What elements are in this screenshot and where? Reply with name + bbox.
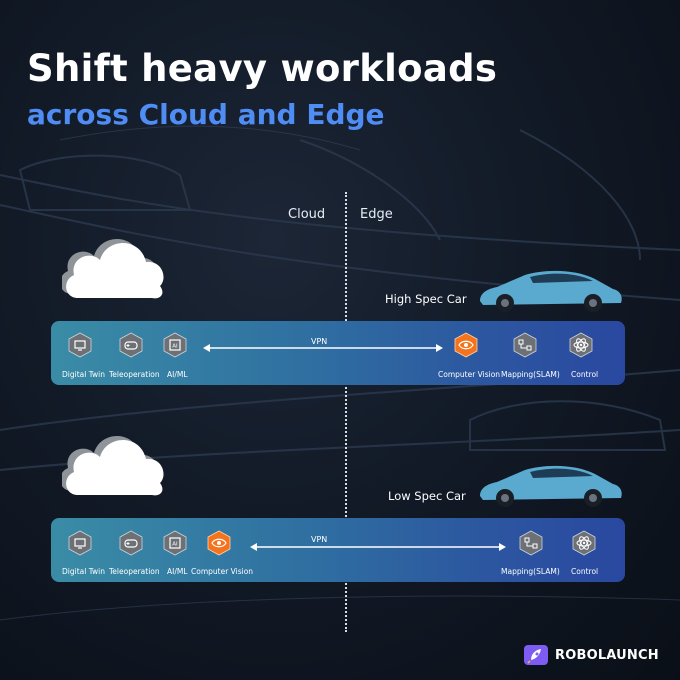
- low-spec-car-image: [480, 465, 622, 507]
- row2-label-digital-twin: Digital Twin: [62, 567, 106, 576]
- edge-column-label: Edge: [360, 207, 393, 222]
- row2-label-control: Control: [571, 567, 599, 576]
- row1-label-computer-vision: Computer Vision: [438, 370, 501, 379]
- ai-chip-icon: AI: [162, 530, 188, 556]
- cloud-edge-divider: [345, 192, 347, 632]
- atom-icon: [568, 332, 594, 358]
- row2-label-ai-ml: AI/ML: [167, 567, 188, 576]
- digital-twin-icon: [67, 530, 93, 556]
- row1-label-ai-ml: AI/ML: [167, 370, 188, 379]
- row1-label-control: Control: [571, 370, 599, 379]
- svg-text:AI: AI: [172, 542, 178, 548]
- row1-label-digital-twin: Digital Twin: [62, 370, 106, 379]
- mapping-icon: [512, 332, 538, 358]
- cloud-icon: [62, 436, 164, 496]
- page-subtitle: across Cloud and Edge: [27, 98, 385, 131]
- row1-label-mapping: Mapping(SLAM): [501, 370, 560, 379]
- row2-label-computer-vision: Computer Vision: [191, 567, 254, 576]
- high-spec-car-image: [480, 270, 622, 312]
- row2-vpn-arrow: [250, 543, 506, 551]
- digital-twin-icon: [67, 332, 93, 358]
- low-spec-car-label: Low Spec Car: [388, 489, 466, 503]
- row1-vpn-label: VPN: [311, 337, 328, 346]
- gamepad-icon: [118, 332, 144, 358]
- ai-chip-icon: AI: [162, 332, 188, 358]
- row1-vpn-arrow: [203, 344, 443, 352]
- eye-scan-icon: [206, 530, 232, 556]
- brand-logo: ROBOLAUNCH: [523, 644, 659, 666]
- page-title: Shift heavy workloads: [27, 47, 498, 90]
- brand-name: ROBOLAUNCH: [555, 647, 659, 663]
- row2-vpn-label: VPN: [311, 535, 328, 544]
- gamepad-icon: [118, 530, 144, 556]
- row2-label-teleoperation: Teleoperation: [109, 567, 160, 576]
- cloud-column-label: Cloud: [288, 207, 326, 222]
- mapping-icon: [518, 530, 544, 556]
- row1-label-teleoperation: Teleoperation: [109, 370, 160, 379]
- svg-text:AI: AI: [172, 344, 178, 350]
- rocket-icon: [524, 645, 548, 665]
- row2-label-mapping: Mapping(SLAM): [501, 567, 560, 576]
- eye-scan-icon: [453, 332, 479, 358]
- cloud-icon: [62, 239, 164, 299]
- atom-icon: [571, 530, 597, 556]
- high-spec-car-label: High Spec Car: [385, 292, 467, 306]
